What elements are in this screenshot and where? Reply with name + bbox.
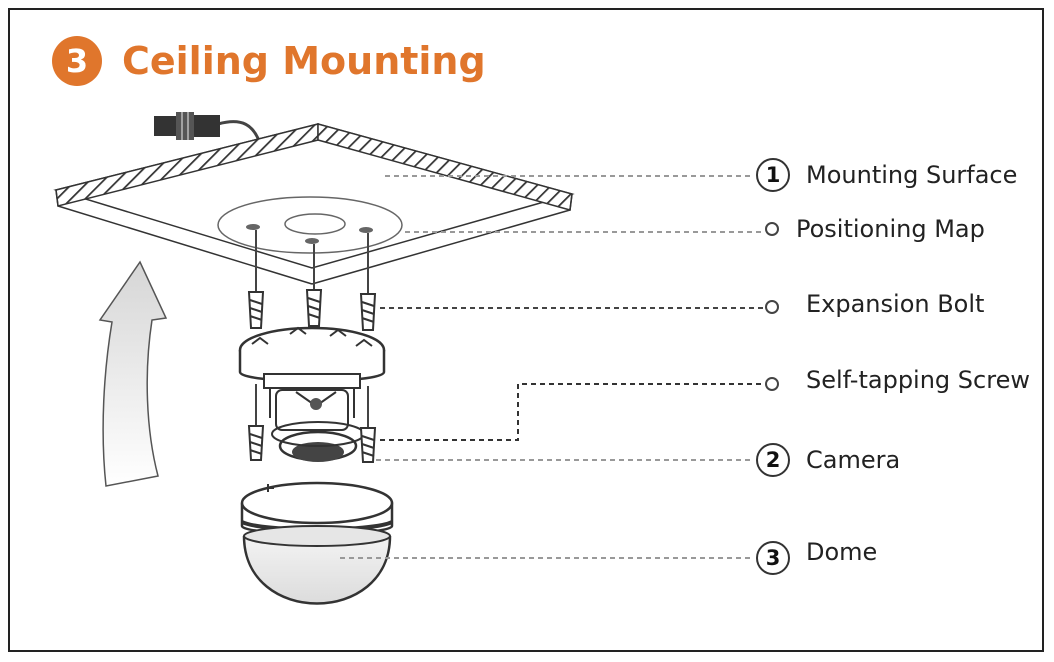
callout-dot: [765, 300, 779, 314]
callout-number-3: 3: [756, 541, 790, 575]
bolt-guide-lines: [255, 230, 369, 294]
step-number-badge: 3: [52, 36, 102, 86]
expansion-bolt: [247, 289, 377, 331]
label-dome: Dome: [806, 538, 878, 566]
callout-dot: [765, 222, 779, 236]
label-self-tapping-screw: Self-tapping Screw: [806, 366, 1030, 394]
mounting-surface-plate: [53, 123, 575, 285]
callout-dot: [765, 377, 779, 391]
label-expansion-bolt: Expansion Bolt: [806, 290, 985, 318]
label-camera: Camera: [806, 446, 901, 474]
camera-body: [238, 326, 386, 462]
positioning-map: [217, 196, 403, 254]
label-positioning-map: Positioning Map: [796, 215, 985, 243]
leader-line-self-tapping-screw: [380, 383, 762, 441]
diagram-frame: [8, 8, 1044, 652]
dome-cover: [240, 481, 394, 605]
callout-number-1: 1: [756, 158, 790, 192]
label-mounting-surface: Mounting Surface: [806, 161, 1018, 189]
self-tapping-screw: [247, 384, 377, 463]
assembly-direction-arrow: [98, 260, 168, 487]
callout-number-2: 2: [756, 443, 790, 477]
diagram-title: Ceiling Mounting: [122, 39, 486, 83]
